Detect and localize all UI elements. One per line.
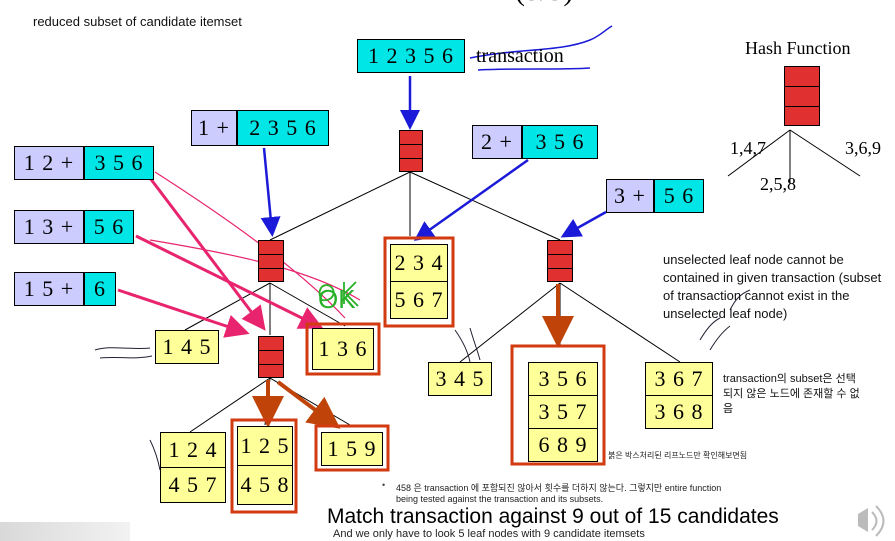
slide-footer-band: [0, 522, 130, 541]
hash-function-title: Hash Function: [745, 38, 851, 58]
leaf-itemset: 1 4 5: [155, 330, 219, 364]
hash-function-icon: [784, 66, 820, 126]
prefix-left: 2 +: [472, 125, 522, 159]
title-fragment: (3/3): [515, 0, 573, 8]
leaf-itemset: 3 5 7: [528, 395, 598, 429]
hash-branch-369: 3,6,9: [845, 138, 881, 158]
hash-branch-258: 2,5,8: [760, 174, 796, 194]
hash-node-1: [258, 240, 284, 282]
prefix-right: 3 5 6: [522, 125, 598, 159]
leaf-itemset: 3 5 6: [528, 362, 598, 396]
prefix-left: 1 5 +: [14, 272, 84, 306]
bullet-icon: •: [382, 480, 386, 490]
prefix-3: 3 + 5 6: [606, 179, 704, 213]
prefix-12: 1 2 + 3 5 6: [14, 146, 154, 180]
transaction-label: transaction: [476, 45, 564, 67]
prefix-2: 2 + 3 5 6: [472, 125, 598, 159]
unselected-note: unselected leaf node cannot be contained…: [663, 252, 882, 321]
leaf-itemset: 3 6 8: [645, 395, 713, 429]
match-text: Match transaction against 9 out of 15 ca…: [327, 505, 779, 528]
prefix-right: 5 6: [84, 210, 134, 244]
footer-text: And we only have to look 5 leaf nodes wi…: [333, 528, 645, 540]
subtitle: reduced subset of candidate itemset: [33, 14, 242, 29]
leaf-itemset: 3 6 7: [645, 362, 713, 396]
bullet-note-1: 458 은 transaction 에 포함되진 않아서 횟수를 더하지 않는다…: [396, 483, 722, 493]
leaf-136: 1 3 6: [312, 328, 374, 370]
red-box-note: 붉은 박스처리된 리프노드만 확인해보면됨: [608, 451, 748, 460]
leaf-159: 1 5 9: [321, 432, 383, 466]
hash-node-12: [258, 336, 284, 378]
prefix-right: 3 5 6: [84, 146, 154, 180]
leaf-itemset: 4 5 8: [237, 465, 293, 505]
ok-mark: OK: [318, 284, 356, 314]
hash-branch-147: 1,4,7: [730, 138, 766, 158]
leaf-itemset: 3 4 5: [428, 362, 492, 396]
leaf-itemset: 1 3 6: [312, 328, 374, 370]
prefix-left: 3 +: [606, 179, 654, 213]
leaf-345: 3 4 5: [428, 362, 492, 396]
prefix-left: 1 2 +: [14, 146, 84, 180]
bullet-note-2: being tested against the transaction and…: [396, 494, 604, 504]
leaf-itemset: 1 2 4: [160, 432, 226, 468]
leaf-125: 1 2 5 4 5 8: [237, 426, 293, 505]
prefix-right: 2 3 5 6: [237, 110, 329, 146]
hash-node-3: [547, 240, 573, 282]
prefix-15: 1 5 + 6: [14, 272, 116, 306]
leaf-356: 3 5 6 3 5 7 6 8 9: [528, 362, 598, 462]
prefix-right: 5 6: [654, 179, 704, 213]
leaf-124: 1 2 4 4 5 7: [160, 432, 226, 503]
leaf-itemset: 6 8 9: [528, 428, 598, 462]
leaf-itemset: 1 2 5: [237, 426, 293, 466]
hash-node-root: [399, 130, 423, 172]
leaf-145: 1 4 5: [155, 330, 219, 364]
root-transaction-box: 1 2 3 5 6: [357, 39, 465, 73]
leaf-itemset: 4 5 7: [160, 467, 226, 503]
leaf-234: 2 3 4 5 6 7: [390, 244, 448, 319]
leaf-itemset: 2 3 4: [390, 244, 448, 282]
korean-note: transaction의 subset은 선택되지 않은 노드에 존재할 수 없…: [723, 373, 860, 415]
prefix-left: 1 +: [191, 110, 237, 146]
prefix-left: 1 3 +: [14, 210, 84, 244]
leaf-itemset: 1 5 9: [321, 432, 383, 466]
prefix-right: 6: [84, 272, 116, 306]
leaf-itemset: 5 6 7: [390, 281, 448, 319]
prefix-1: 1 + 2 3 5 6: [191, 110, 329, 146]
leaf-367: 3 6 7 3 6 8: [645, 362, 713, 429]
prefix-13: 1 3 + 5 6: [14, 210, 134, 244]
